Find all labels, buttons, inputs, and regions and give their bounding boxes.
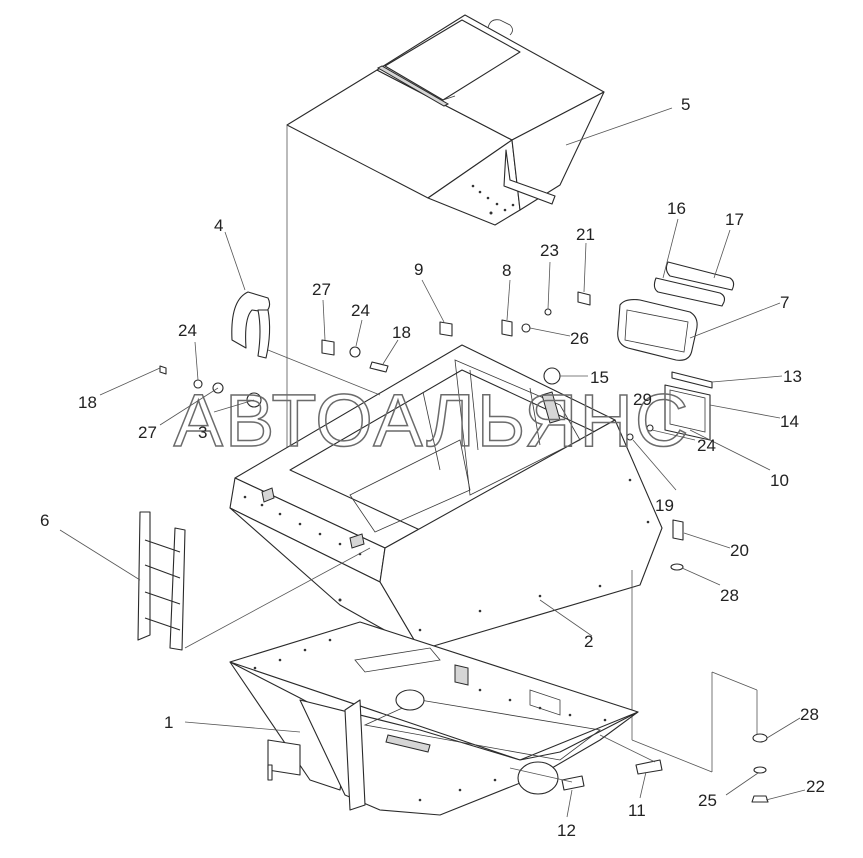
callout-12: 12 [557,821,576,840]
callout-28-lower: 28 [800,705,819,724]
callout-21: 21 [576,225,595,244]
part-2-hopper-body [229,344,758,773]
part-13-14-10-plates [664,371,713,441]
callout-24-center: 24 [351,301,370,320]
callout-14: 14 [780,412,799,431]
callout-7: 7 [780,293,789,312]
callout-13: 13 [783,367,802,386]
callout-26: 26 [570,329,589,348]
callout-23: 23 [540,241,559,260]
callout-27-center: 27 [312,280,331,299]
part-1-base-frame [229,621,663,816]
callout-29: 29 [633,390,652,409]
callout-10: 10 [770,471,789,490]
part-16-17-seal [653,261,735,307]
callout-11: 11 [628,801,646,820]
callout-4: 4 [214,216,223,235]
callout-1: 1 [164,713,173,732]
callout-18-left: 18 [78,393,97,412]
callout-27-left: 27 [138,423,157,442]
callout-labels: 5 2 1 6 4 3 27 18 24 27 24 18 9 8 23 21 … [40,95,825,840]
callout-18-center: 18 [392,323,411,342]
callout-25: 25 [698,791,717,810]
hardware-fasteners [159,291,769,803]
callout-22: 22 [806,777,825,796]
part-5-lid [286,14,605,520]
watermark-text: АВТОАЛЬЯНС [174,379,691,462]
callout-6: 6 [40,511,49,530]
callout-2: 2 [584,632,593,651]
callout-5: 5 [681,95,690,114]
callout-17: 17 [725,210,744,229]
part-4-handle [231,291,381,396]
part-7-window [617,299,698,361]
callout-19: 19 [655,496,674,515]
callout-24-left: 24 [178,321,197,340]
callout-9: 9 [414,260,423,279]
callout-3: 3 [198,423,207,442]
callout-28-upper: 28 [720,586,739,605]
callout-8: 8 [502,261,511,280]
callout-15: 15 [590,368,609,387]
callout-24-right: 24 [697,436,716,455]
part-6-ladder [137,511,371,651]
callout-16: 16 [667,199,686,218]
callout-20: 20 [730,541,749,560]
callout-leader-lines [59,107,806,818]
